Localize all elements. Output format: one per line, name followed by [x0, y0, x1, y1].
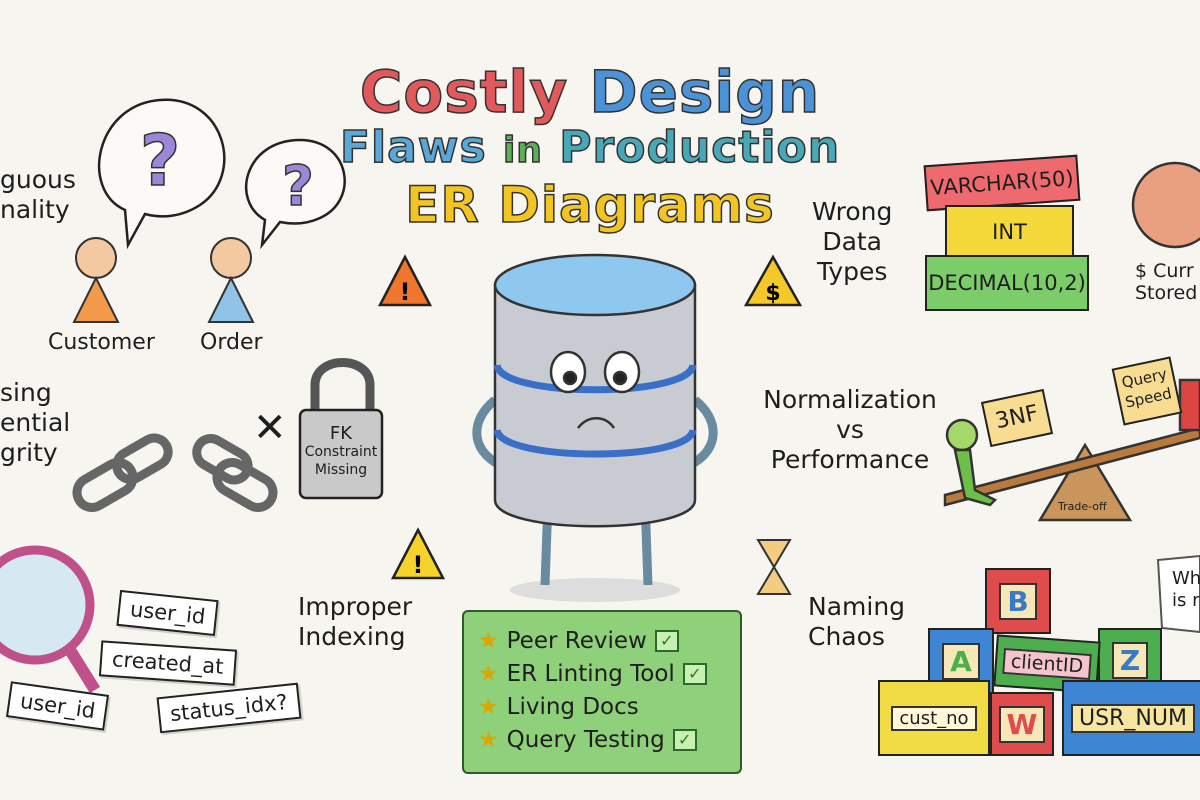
question-mark-icon: ? — [282, 154, 314, 218]
name-block: USR_NUM — [1062, 680, 1200, 756]
label-line: Performance — [770, 445, 930, 474]
speech-bubble-icon — [97, 98, 346, 250]
checkbox-checked-icon: ✓ — [682, 662, 707, 685]
label-line: guous — [0, 165, 76, 194]
title-word: in — [502, 129, 543, 172]
checkbox-checked-icon: ✓ — [654, 629, 679, 652]
block-letter: A — [942, 642, 980, 680]
star-icon: ★ — [478, 726, 499, 753]
label-line: grity — [0, 438, 58, 467]
block-letter: Z — [1111, 641, 1149, 679]
block-name: cust_no — [891, 705, 977, 731]
checklist-label: Living Docs — [506, 693, 639, 720]
title-line-2: Flaws in Production — [0, 121, 1180, 174]
label-line: Data — [822, 227, 883, 256]
title-line-1: Costly Design — [0, 57, 1180, 127]
name-block: cust_no — [878, 680, 990, 756]
block-letter: B — [999, 582, 1037, 620]
lock-text: FK Constraint Missing — [300, 425, 382, 479]
person-icon — [72, 237, 255, 323]
padlock-icon — [298, 358, 384, 500]
note-line: Wh — [1172, 568, 1200, 589]
checklist-label: Query Testing — [506, 726, 665, 753]
letter-block: B — [985, 568, 1051, 634]
checklist-item: ★ Peer Review ✓ — [464, 624, 740, 657]
title-word: ER Diagrams — [405, 175, 775, 235]
lock-line: Missing — [314, 462, 368, 478]
block-name: USR_NUM — [1071, 703, 1195, 733]
block-name: clientID — [1001, 647, 1093, 681]
coin-face-icon — [1131, 161, 1200, 249]
database-character-icon — [472, 253, 718, 602]
note-line: $ Curr — [1135, 260, 1194, 282]
type-block-int: INT — [945, 205, 1074, 259]
title-line-3: ER Diagrams — [0, 175, 1180, 235]
checkbox-checked-icon: ✓ — [672, 728, 697, 751]
label-line: Naming — [808, 592, 906, 621]
label-line: Indexing — [298, 622, 406, 651]
label-line: ential — [0, 408, 71, 437]
best-practices-checklist: ★ Peer Review ✓ ★ ER Linting Tool ✓ ★ Living … — [462, 610, 742, 774]
checklist-label: Peer Review — [506, 627, 647, 654]
label-line: Types — [816, 257, 888, 286]
checklist-label: ER Linting Tool — [506, 660, 675, 687]
title-word: Design — [589, 57, 821, 127]
currency-note: $ Curr Stored a — [1135, 260, 1200, 304]
block-letter: W — [998, 705, 1046, 743]
label-line: Normalization — [763, 385, 937, 414]
star-icon: ★ — [478, 660, 499, 687]
hourglass-icon — [756, 539, 792, 595]
note-line: is r — [1172, 590, 1200, 611]
letter-block: W — [990, 692, 1054, 756]
normalization-vs-performance-label: Normalization vs Performance — [760, 385, 940, 475]
fulcrum-label: Trade-off — [1058, 500, 1107, 513]
paper-note-text: Wh is r — [1172, 568, 1200, 612]
question-mark-icon: ? — [140, 120, 181, 202]
warning-glyph: ! — [413, 551, 424, 579]
entity-label-order: Order — [200, 330, 263, 355]
note-line: Stored a — [1135, 282, 1200, 304]
star-icon: ★ — [478, 627, 499, 654]
magnifier-icon — [0, 545, 101, 694]
label-line: Chaos — [808, 622, 885, 651]
wrong-data-types-label: Wrong Data Types — [812, 197, 892, 287]
star-icon: ★ — [478, 693, 499, 720]
label-line: sing — [0, 378, 52, 407]
label-line: Improper — [298, 592, 413, 621]
dollar-glyph: $ — [765, 281, 780, 306]
paper-note-icon — [1156, 554, 1200, 634]
sign-query-speed: Query Speed — [1111, 356, 1183, 426]
lock-line: Constraint — [304, 444, 378, 460]
title-word: Costly — [359, 57, 569, 127]
referential-integrity-label: sing ential grity — [0, 378, 70, 468]
title-word: Production — [559, 121, 841, 174]
broken-chain-icon — [72, 433, 278, 512]
naming-chaos-label: Naming Chaos — [808, 592, 905, 652]
checklist-item: ★ ER Linting Tool ✓ — [464, 657, 740, 690]
improper-indexing-label: Improper Indexing — [298, 592, 412, 652]
type-block-decimal: DECIMAL(10,2) — [925, 255, 1089, 311]
checklist-item: ★ Living Docs — [464, 690, 740, 723]
title-word: Flaws — [339, 121, 487, 174]
label-line: vs — [836, 415, 864, 444]
label-line: nality — [0, 195, 70, 224]
ambiguous-cardinality-label: guous nality — [0, 165, 76, 225]
warning-glyph: ! — [400, 278, 411, 306]
label-line: Wrong — [812, 197, 893, 226]
x-mark-icon: ✕ — [253, 405, 287, 451]
seesaw-icon — [943, 378, 1200, 522]
lock-line: FK — [329, 423, 353, 444]
entity-label-customer: Customer — [48, 330, 155, 355]
checklist-item: ★ Query Testing ✓ — [464, 723, 740, 756]
warning-icon — [377, 254, 803, 580]
